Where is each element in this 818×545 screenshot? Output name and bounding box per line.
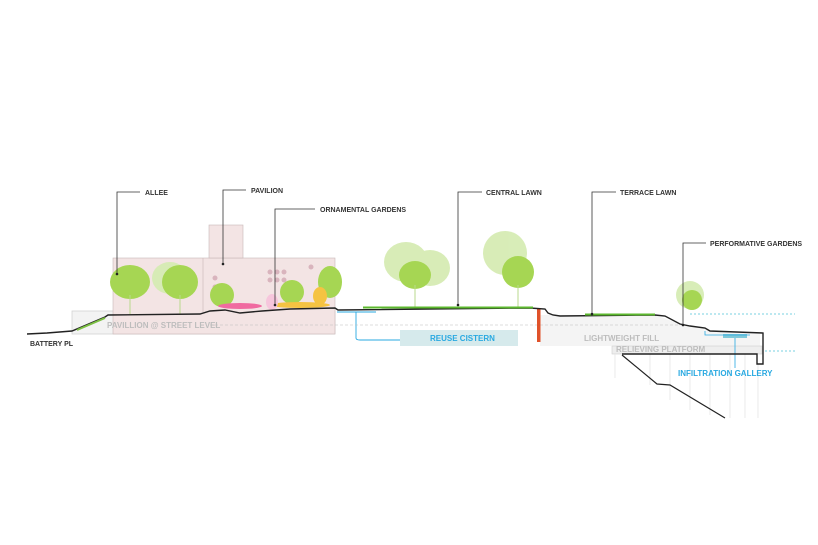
pavilion-tower	[208, 224, 244, 259]
leader-dots	[115, 262, 685, 327]
ground-profile	[26, 307, 764, 365]
label-reuse-cistern: REUSE CISTERN	[430, 334, 495, 343]
water-pipe	[337, 311, 400, 341]
trees	[110, 256, 702, 310]
label-pavilion: PAVILION	[251, 188, 283, 195]
label-pavillion-street-level: PAVILLION @ STREET LEVEL	[107, 321, 220, 330]
flowers	[218, 287, 330, 310]
retaining-wall	[537, 309, 541, 342]
piles	[614, 354, 759, 418]
label-ornamental-gardens: ORNAMENTAL GARDENS	[320, 207, 406, 214]
label-central-lawn: CENTRAL LAWN	[486, 190, 542, 197]
label-lightweight-fill: LIGHTWEIGHT FILL	[584, 334, 659, 343]
tree-trunks	[129, 285, 519, 314]
label-infiltration-gallery: INFILTRATION GALLERY	[678, 369, 773, 378]
label-performative-gardens: PERFORMATIVE GARDENS	[710, 241, 802, 248]
lightweight-fill-area	[540, 315, 760, 346]
label-allee: ALLEE	[145, 190, 168, 197]
infiltration-gallery-tank	[723, 334, 747, 338]
label-battery-pl: BATTERY PL	[30, 341, 74, 348]
reuse-cistern	[400, 330, 518, 346]
seawall-diagonal	[621, 354, 726, 419]
label-relieving-platform: RELIEVING PLATFORM	[616, 345, 706, 354]
label-terrace-lawn: TERRACE LAWN	[620, 190, 676, 197]
leader-lines	[116, 189, 706, 325]
